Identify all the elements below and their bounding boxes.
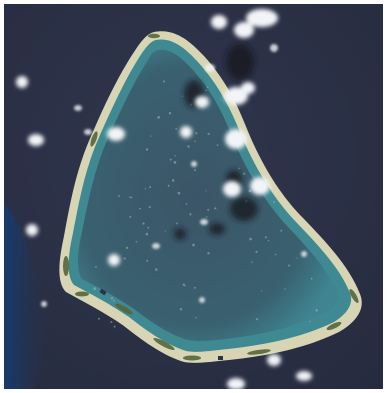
- coral-head: [267, 239, 270, 242]
- coral-head: [214, 207, 217, 210]
- coral-head: [192, 243, 195, 247]
- coral-head: [135, 240, 138, 243]
- coral-heads: [93, 80, 318, 328]
- coral-head: [145, 148, 149, 151]
- coral-head: [238, 167, 240, 170]
- coral-head: [169, 158, 172, 161]
- coral-head: [113, 325, 116, 328]
- coral-head: [97, 317, 101, 320]
- coral-head: [310, 277, 313, 280]
- coral-head: [171, 179, 175, 182]
- coral-head: [206, 216, 208, 218]
- coral-head: [296, 257, 298, 259]
- coral-head: [273, 201, 275, 204]
- coral-head: [150, 135, 152, 137]
- atoll-satellite-image: [4, 4, 383, 389]
- islets: [63, 33, 359, 361]
- coral-head: [144, 188, 147, 190]
- coral-head: [111, 298, 113, 300]
- satellite-photo: [4, 4, 383, 389]
- coral-head: [205, 89, 208, 92]
- coral-head: [248, 189, 252, 193]
- clouds: [16, 9, 312, 389]
- coral-head: [194, 169, 197, 172]
- coral-head: [139, 207, 141, 210]
- coral-head: [164, 230, 166, 232]
- coral-head: [142, 222, 145, 225]
- coral-head: [206, 86, 209, 89]
- coral-head: [205, 190, 207, 192]
- coral-head: [173, 161, 177, 164]
- coral-head: [112, 299, 115, 302]
- coral-head: [177, 191, 181, 195]
- coral-head: [280, 229, 283, 232]
- coral-head: [207, 251, 210, 255]
- coral-head: [189, 213, 192, 216]
- coral-head: [194, 140, 196, 143]
- coral-head: [274, 253, 277, 256]
- coral-head: [179, 308, 183, 311]
- coral-head: [129, 215, 132, 218]
- coral-head: [242, 172, 246, 175]
- coral-head: [174, 155, 176, 157]
- coral-head: [264, 236, 267, 239]
- deep-ocean: [4, 204, 46, 389]
- coral-head: [193, 286, 196, 289]
- coral-head: [250, 261, 253, 263]
- coral-head: [185, 203, 188, 205]
- coral-head: [255, 250, 258, 254]
- coral-head: [181, 95, 184, 97]
- coral-head: [175, 127, 178, 130]
- coral-head: [94, 265, 97, 268]
- coral-head: [195, 316, 197, 319]
- coral-head: [256, 318, 259, 321]
- coral-head: [207, 132, 210, 136]
- coral-head: [182, 283, 185, 286]
- coral-head: [187, 145, 190, 148]
- coral-head: [168, 111, 172, 115]
- coral-head: [110, 320, 113, 324]
- coral-head: [207, 208, 210, 211]
- coral-head: [175, 222, 178, 225]
- coral-head: [167, 184, 170, 187]
- coral-head: [130, 196, 133, 199]
- coral-head: [260, 290, 263, 292]
- coral-head: [123, 257, 126, 260]
- coral-head: [146, 259, 149, 262]
- coral-head: [118, 194, 121, 197]
- coral-head: [147, 226, 150, 229]
- coral-head: [154, 268, 158, 271]
- coral-head: [315, 309, 318, 312]
- coral-head: [284, 288, 286, 290]
- coral-head: [145, 232, 149, 236]
- lagoon: [77, 49, 338, 342]
- coral-head: [157, 116, 160, 119]
- coral-head: [249, 237, 252, 241]
- coral-head: [93, 287, 97, 290]
- coral-head: [125, 246, 129, 249]
- coral-head: [216, 144, 219, 146]
- coral-head: [162, 80, 165, 83]
- coral-head: [288, 264, 291, 267]
- reef-passages: [99, 288, 223, 360]
- coral-head: [309, 320, 311, 322]
- coral-head: [129, 196, 131, 198]
- coral-head: [148, 206, 151, 209]
- coral-head: [195, 132, 198, 135]
- coral-head: [149, 185, 152, 189]
